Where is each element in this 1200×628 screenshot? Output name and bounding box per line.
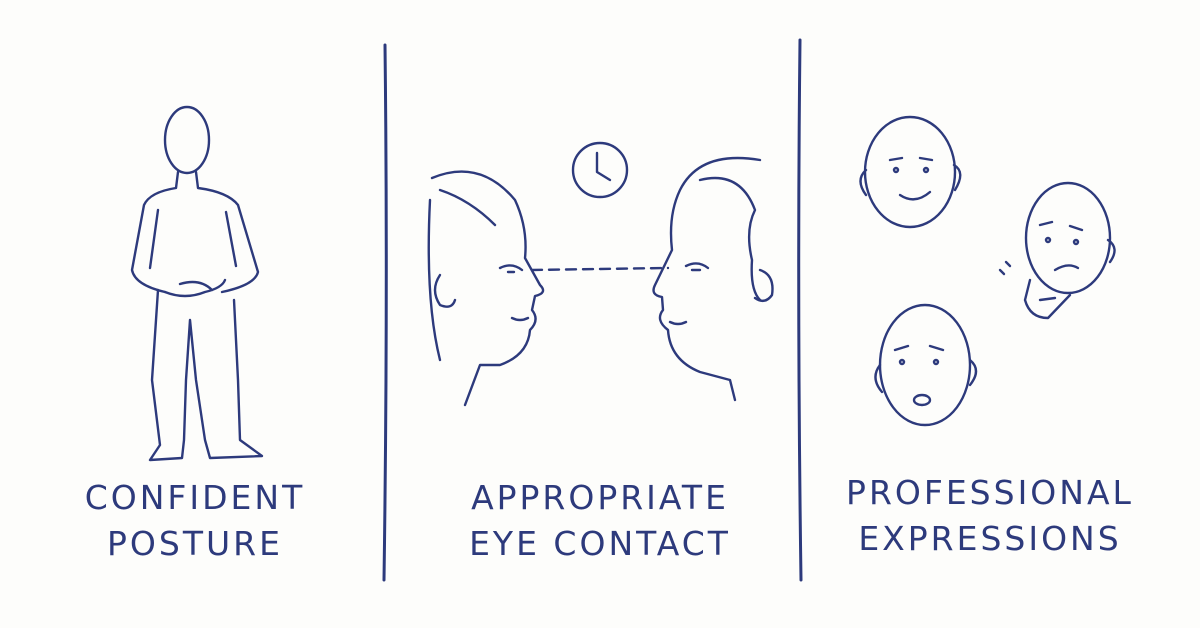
label-line-2: POSTURE: [107, 524, 283, 563]
eye-contact-dashed-line: [530, 266, 670, 272]
divider-left: [382, 43, 388, 582]
thinking-head-icon: [998, 181, 1116, 320]
face-profile-right-icon: [652, 156, 774, 402]
label-line-1: PROFESSIONAL: [846, 473, 1134, 512]
label-confident-posture: CONFIDENT POSTURE: [60, 475, 330, 567]
label-professional-expressions: PROFESSIONAL EXPRESSIONS: [830, 470, 1150, 562]
surprised-head-icon: [874, 303, 978, 427]
label-line-2: EXPRESSIONS: [858, 519, 1122, 558]
label-appropriate-eye-contact: APPROPRIATE EYE CONTACT: [440, 475, 760, 567]
face-profile-left-icon: [427, 170, 545, 407]
label-line-1: APPROPRIATE: [471, 478, 729, 517]
standing-person-icon: [130, 105, 264, 462]
clock-icon: [571, 141, 629, 199]
label-line-2: EYE CONTACT: [469, 524, 731, 563]
divider-right: [797, 38, 803, 582]
smiling-head-icon: [859, 115, 962, 229]
label-line-1: CONFIDENT: [84, 478, 306, 517]
